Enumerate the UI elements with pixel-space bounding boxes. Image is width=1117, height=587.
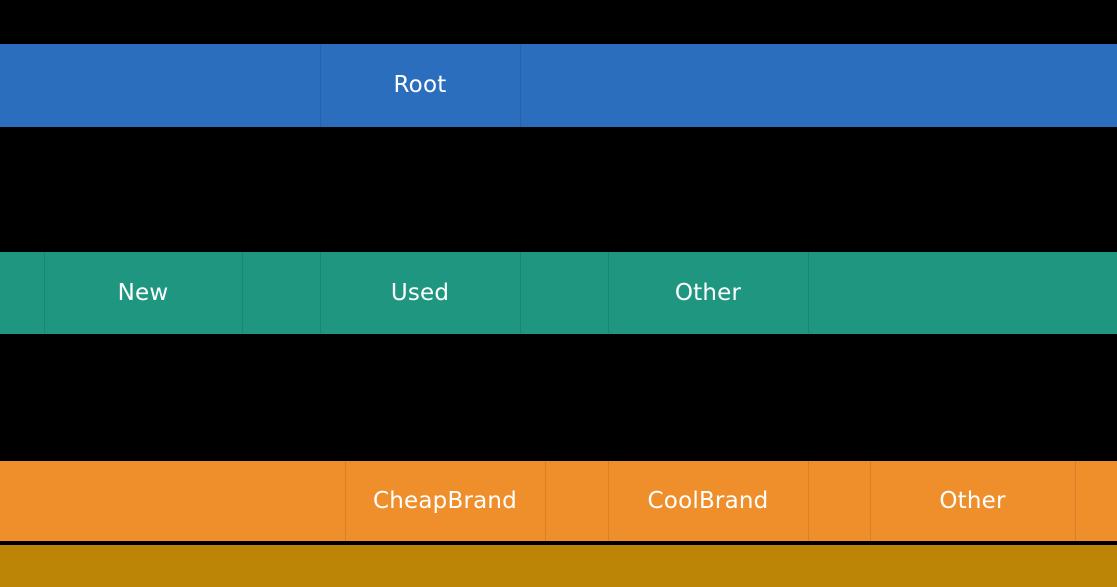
bar-segment-new[interactable]: New <box>44 252 242 334</box>
bar-segment-label: New <box>117 279 169 306</box>
bar-segment-unlabeled[interactable] <box>1075 461 1117 541</box>
bar-segment-label: Root <box>393 72 447 98</box>
bar-segment-unlabeled[interactable] <box>0 461 345 541</box>
bar-segment-unlabeled[interactable] <box>0 545 1117 587</box>
bar-segment-root[interactable]: Root <box>320 44 520 127</box>
bar-row-brand-level: CheapBrand CoolBrand Other <box>0 461 1117 541</box>
bar-row-root-level: Root <box>0 44 1117 127</box>
bar-segment-unlabeled[interactable] <box>808 461 870 541</box>
bar-segment-other[interactable]: Other <box>870 461 1075 541</box>
bar-segment-unlabeled[interactable] <box>545 461 608 541</box>
bar-segment-cheapbrand[interactable]: CheapBrand <box>345 461 545 541</box>
bar-segment-unlabeled[interactable] <box>0 44 320 127</box>
bar-segment-unlabeled[interactable] <box>808 252 1117 334</box>
bar-segment-coolbrand[interactable]: CoolBrand <box>608 461 808 541</box>
bar-segment-label: Other <box>939 487 1006 514</box>
bar-segment-label: Used <box>390 279 450 306</box>
bar-segment-other[interactable]: Other <box>608 252 808 334</box>
bar-segment-unlabeled[interactable] <box>0 252 44 334</box>
bar-segment-unlabeled[interactable] <box>242 252 320 334</box>
bar-row-condition-level: New Used Other <box>0 252 1117 334</box>
bar-segment-label: Other <box>674 279 742 306</box>
bar-segment-label: CoolBrand <box>647 487 769 514</box>
bar-row-leaf-level <box>0 545 1117 587</box>
bar-segment-unlabeled[interactable] <box>520 252 608 334</box>
bar-segment-unlabeled[interactable] <box>520 44 1117 127</box>
bar-segment-label: CheapBrand <box>373 487 517 514</box>
bar-segment-used[interactable]: Used <box>320 252 520 334</box>
